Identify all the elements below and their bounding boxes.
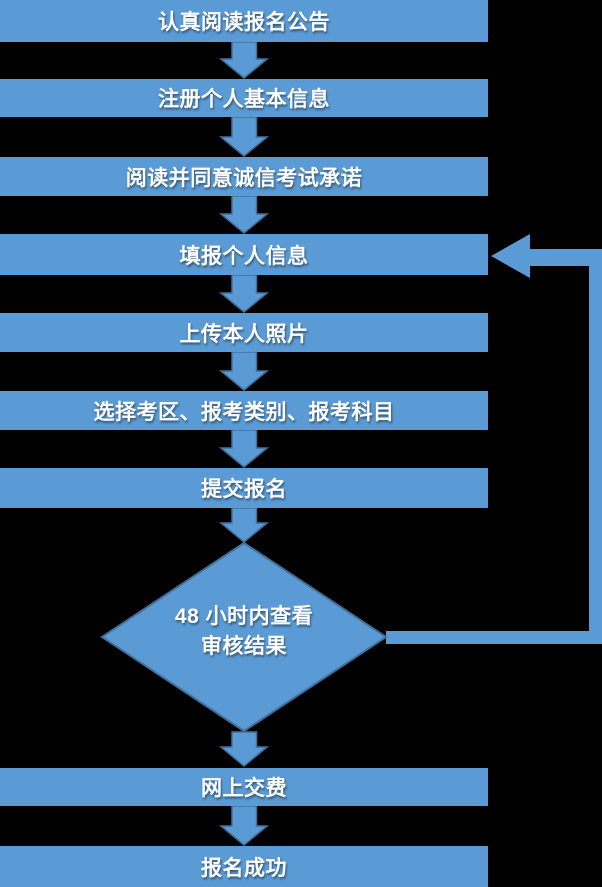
down-arrow-icon (218, 41, 270, 79)
process-label: 上传本人照片 (179, 322, 309, 346)
process-box-fill-personal-info: 填报个人信息 (0, 234, 488, 275)
loop-bottom-segment (386, 631, 602, 644)
process-box-register-basic-info: 注册个人基本信息 (0, 79, 488, 117)
down-arrow-icon (218, 351, 270, 391)
down-arrow-icon (218, 195, 270, 234)
loop-top-segment (530, 249, 602, 266)
process-box-upload-photo: 上传本人照片 (0, 313, 488, 352)
process-label: 阅读并同意诚信考试承诺 (125, 166, 363, 190)
loop-vertical-segment (589, 249, 602, 644)
process-box-submit-registration: 提交报名 (0, 468, 488, 508)
down-arrow-icon (218, 731, 270, 767)
loop-arrowhead-left-icon (491, 234, 530, 278)
decision-label-line2: 审核结果 (201, 635, 287, 658)
process-label: 选择考区、报考类别、报考科目 (93, 400, 395, 424)
process-box-pay-online: 网上交费 (0, 768, 488, 806)
down-arrow-icon (218, 429, 270, 468)
down-arrow-icon (218, 116, 270, 157)
down-arrow-icon (218, 805, 270, 846)
process-box-agree-honesty-pledge: 阅读并同意诚信考试承诺 (0, 157, 488, 196)
down-arrow-icon (218, 274, 270, 313)
process-label: 网上交费 (201, 777, 287, 800)
process-box-read-announcement: 认真阅读报名公告 (0, 0, 488, 42)
process-box-select-area-category-subject: 选择考区、报考类别、报考科目 (0, 391, 488, 430)
process-label: 报名成功 (201, 856, 287, 880)
decision-diamond (100, 541, 388, 733)
decision-label-line1: 48 小时内查看 (174, 605, 314, 628)
process-label: 提交报名 (201, 478, 287, 501)
feedback-loop-arrow (386, 234, 602, 644)
process-label: 认真阅读报名公告 (158, 11, 330, 34)
process-label: 填报个人信息 (179, 244, 309, 268)
decision-label: 48 小时内查看 审核结果 (102, 602, 386, 662)
process-label: 注册个人基本信息 (158, 88, 330, 111)
down-arrow-icon (218, 507, 270, 543)
process-box-registration-success: 报名成功 (0, 846, 488, 887)
